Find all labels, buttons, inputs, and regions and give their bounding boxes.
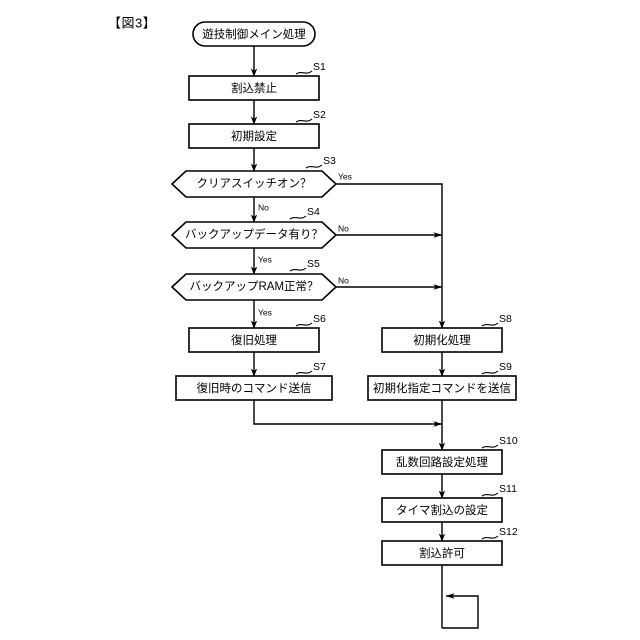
node-s5: バックアップRAM正常？ (170, 273, 338, 301)
step-label-s11: S11 (499, 483, 517, 495)
node-s8: 初期化処理 (381, 327, 503, 353)
node-s7-label: 復旧時のコマンド送信 (197, 381, 312, 395)
node-s1-label: 割込禁止 (231, 81, 277, 95)
leader-s1 (295, 70, 313, 75)
node-s5-label: バックアップRAM正常？ (189, 280, 318, 293)
branch-label-s5-no: No (338, 275, 349, 285)
node-s10-label: 乱数回路設定処理 (396, 455, 488, 469)
branch-label-s4-no: No (338, 223, 349, 233)
edge-s7-to-column (253, 400, 443, 427)
figure-caption: 【図3】 (108, 15, 156, 30)
leader-s10 (481, 444, 499, 449)
node-s9: 初期化指定コマンドを送信 (367, 375, 517, 401)
node-s11-label: タイマ割込の設定 (396, 503, 488, 517)
leader-s5 (289, 267, 307, 272)
step-label-s7: S7 (313, 361, 326, 373)
leader-s9 (481, 370, 499, 375)
step-label-s3: S3 (323, 155, 336, 167)
branch-label-s5-yes: Yes (258, 307, 272, 317)
step-label-s2: S2 (313, 109, 326, 121)
step-label-s12: S12 (499, 526, 518, 538)
node-s8-label: 初期化処理 (413, 333, 471, 347)
step-label-s1: S1 (313, 61, 326, 73)
step-label-s9: S9 (499, 361, 512, 373)
branch-label-s4-yes: Yes (258, 254, 272, 264)
branch-label-s3-no: No (258, 202, 269, 212)
node-s3-label: クリアスイッチオン？ (197, 177, 312, 190)
node-s4-label: バックアップデータ有り？ (185, 227, 323, 241)
step-label-s4: S4 (307, 206, 320, 218)
step-label-s5: S5 (307, 258, 320, 270)
leader-s11 (481, 492, 499, 497)
node-s11: タイマ割込の設定 (381, 497, 503, 523)
leader-s6 (295, 322, 313, 327)
step-label-s8: S8 (499, 313, 512, 325)
node-s1: 割込禁止 (188, 75, 320, 101)
node-s6: 復旧処理 (188, 327, 320, 353)
node-s3: クリアスイッチオン？ (170, 170, 338, 198)
leader-s2 (295, 118, 313, 123)
node-s12-label: 割込許可 (419, 546, 465, 560)
node-start: 遊技制御メイン処理 (192, 21, 316, 47)
leader-s8 (481, 322, 499, 327)
node-s2-label: 初期設定 (231, 129, 277, 143)
node-s4: バックアップデータ有り？ (170, 221, 338, 249)
step-label-s10: S10 (499, 435, 518, 447)
step-label-s6: S6 (313, 313, 326, 325)
node-s9-label: 初期化指定コマンドを送信 (373, 381, 511, 395)
leader-s3 (305, 164, 323, 169)
node-s6-label: 復旧処理 (231, 333, 277, 347)
node-s7: 復旧時のコマンド送信 (175, 375, 333, 401)
node-s12: 割込許可 (381, 540, 503, 566)
edge-s3-yes-to-s8 (336, 183, 446, 329)
node-s2: 初期設定 (188, 123, 320, 149)
node-start-label: 遊技制御メイン処理 (202, 27, 306, 41)
loop-back-path (442, 593, 479, 629)
leader-s7 (295, 370, 313, 375)
branch-label-s3-yes: Yes (338, 171, 352, 181)
node-s10: 乱数回路設定処理 (381, 449, 503, 475)
leader-s4 (289, 215, 307, 220)
leader-s12 (481, 535, 499, 540)
